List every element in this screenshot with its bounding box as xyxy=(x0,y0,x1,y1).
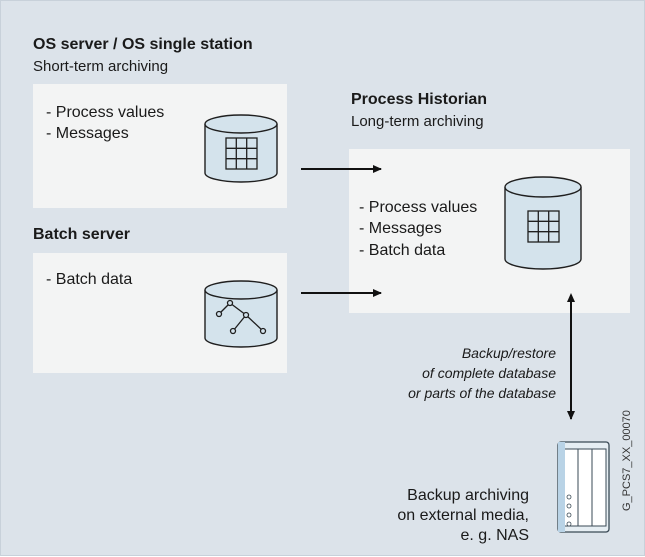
os-item-process-values: - Process values xyxy=(46,104,165,121)
os-database-icon xyxy=(204,114,278,183)
os-item-messages: - Messages xyxy=(46,125,129,142)
nas-label: Backup archiving on external media, e. g… xyxy=(397,486,529,546)
backup-note: Backup/restore of complete database or p… xyxy=(408,343,556,403)
nas-label-line-2: on external media, xyxy=(397,507,529,524)
historian-title: Process Historian xyxy=(351,91,488,108)
batch-database-icon xyxy=(204,280,278,348)
nas-label-line-3: e. g. NAS xyxy=(460,527,529,544)
os-server-subtitle: Short-term archiving xyxy=(33,58,169,75)
backup-note-line-3: or parts of the database xyxy=(408,385,556,401)
table-icon xyxy=(527,210,560,243)
tree-icon xyxy=(215,299,267,335)
batch-server-title: Batch server xyxy=(33,226,130,243)
table-icon xyxy=(225,137,258,170)
historian-item-batch-data: - Batch data xyxy=(359,242,446,259)
nas-label-line-1: Backup archiving xyxy=(407,487,529,504)
batch-item-batch-data: - Batch data xyxy=(46,271,133,288)
backup-note-line-2: of complete database xyxy=(422,365,556,381)
historian-subtitle: Long-term archiving xyxy=(351,113,484,130)
historian-panel xyxy=(349,149,630,313)
historian-database-icon xyxy=(504,176,582,270)
historian-item-process-values: - Process values xyxy=(359,199,478,216)
os-server-title: OS server / OS single station xyxy=(33,36,253,53)
nas-storage-icon xyxy=(557,441,610,533)
historian-item-messages: - Messages xyxy=(359,220,442,237)
backup-note-line-1: Backup/restore xyxy=(461,345,556,361)
